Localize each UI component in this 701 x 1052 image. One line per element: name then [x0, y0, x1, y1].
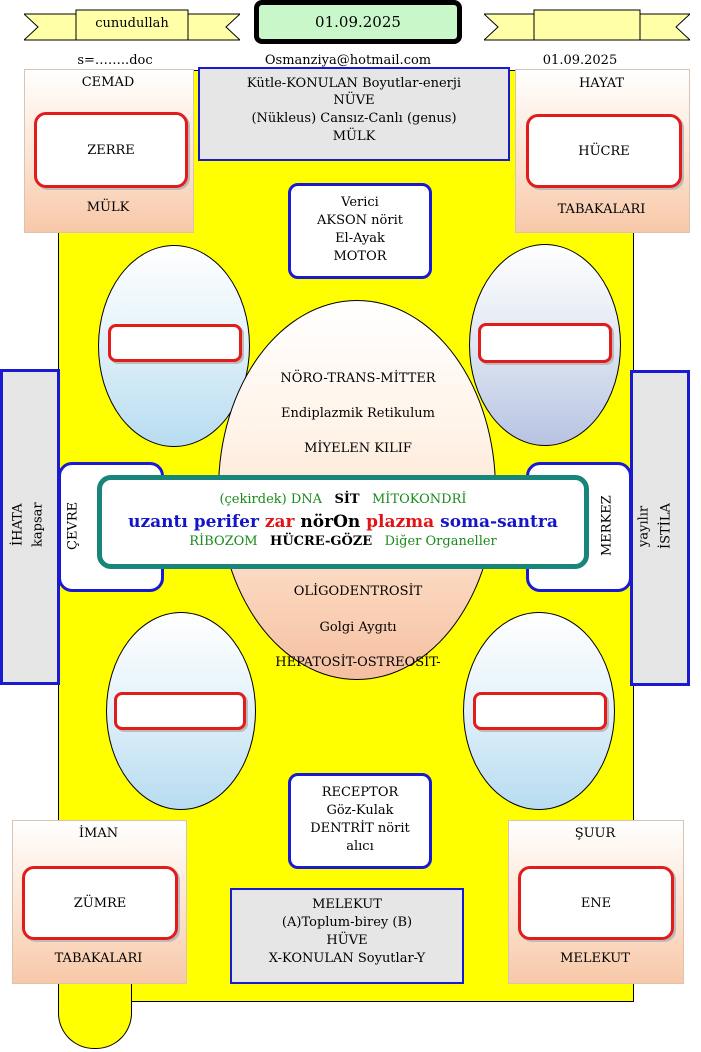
main-box-row3: RİBOZOM HÜCRE-GÖZE Diğer Organeller [102, 534, 584, 549]
top-center-box [198, 67, 510, 161]
lower-right-egg-bar [473, 692, 607, 730]
receptor-line2: Göz-Kulak [326, 803, 394, 818]
oval-lower-2: Golgi Aygıtı [319, 620, 397, 635]
receptor-line3: DENTRİT nörit [310, 821, 410, 836]
row1-dna: (çekirdek) DNA [219, 492, 323, 507]
oval-lower-3: HEPATOSİT-OSTREOSİT- [275, 655, 441, 670]
row2-plazma: plazma [366, 512, 435, 532]
axon-line1: Verici [341, 195, 379, 210]
left-outer-line2: kapsar [30, 502, 46, 548]
row1-mitokondri: MİTOKONDRİ [372, 492, 467, 507]
main-box: (çekirdek) DNA SİT MİTOKONDRİ uzantı per… [97, 475, 589, 569]
upper-left-egg-bar [108, 324, 242, 362]
corner-bottom-left-title: İMAN [78, 826, 119, 841]
right-ribbon-shape [484, 9, 690, 41]
top-center-line4: MÜLK [332, 129, 376, 144]
row1-sit: SİT [334, 492, 360, 507]
main-box-row1: (çekirdek) DNA SİT MİTOKONDRİ [102, 492, 584, 507]
oval-upper-3: MİYELEN KILIF [304, 441, 412, 456]
row3-ribozom: RİBOZOM [189, 534, 258, 549]
axon-line3: El-Ayak [335, 231, 385, 246]
bottom-center-line3: HÜVE [326, 933, 368, 948]
axon-line2: AKSON nörit [317, 213, 403, 228]
corner-bottom-right-inner: ENE [518, 866, 674, 940]
left-ribbon-label: cunudullah [95, 16, 169, 31]
oval-upper-1: NÖRO-TRANS-MİTTER [280, 371, 436, 386]
bottom-center-line1: MELEKUT [312, 897, 382, 912]
email: Osmanziya@hotmail.com [264, 53, 432, 68]
corner-top-left-bottom: MÜLK [86, 200, 130, 215]
row3-hucre-goze: HÜCRE-GÖZE [270, 534, 373, 549]
right-outer-line2: İSTİLA [658, 503, 674, 549]
corner-top-left-inner: ZERRE [34, 112, 188, 188]
top-center-line1: Kütle-KONULAN Boyutlar-enerji [246, 76, 462, 91]
corner-bottom-right-title: ŞUUR [574, 826, 616, 841]
main-box-row2: uzantı perifer zar nörOn plazma soma-san… [102, 512, 584, 532]
top-center-line2: NÜVE [333, 93, 375, 108]
oval-upper-2: Endiplazmik Retikulum [281, 406, 435, 421]
file-name: s=……..doc [77, 53, 153, 68]
date-right: 01.09.2025 [542, 53, 618, 68]
axon-line4: MOTOR [333, 249, 387, 264]
corner-top-left-title: CEMAD [81, 75, 135, 90]
corner-top-right-inner: HÜCRE [526, 114, 682, 188]
receptor-line1: RECEPTOR [321, 785, 399, 800]
date-box: 01.09.2025 [254, 0, 462, 44]
bottom-center-box [230, 888, 464, 984]
right-inner-label: MERKEZ [599, 495, 615, 557]
lower-left-egg-bar [114, 692, 246, 730]
row3-organeller: Diğer Organeller [384, 534, 497, 549]
axon-box [288, 183, 432, 279]
left-outer-tab [0, 369, 60, 685]
right-outer-line1: yayılır [636, 505, 652, 547]
row2-zar: zar [264, 512, 295, 532]
top-center-line3: (Nükleus) Cansız-Canlı (genus) [251, 111, 457, 126]
receptor-box [288, 773, 432, 869]
row2-soma: soma-santra [440, 512, 558, 532]
corner-bottom-left-bottom: TABAKALARI [54, 951, 143, 966]
corner-bottom-right-bottom: MELEKUT [560, 951, 630, 966]
bottom-center-line4: X-KONULAN Soyutlar-Y [268, 951, 426, 966]
row2-noron: nörOn [300, 512, 361, 532]
corner-top-right-bottom: TABAKALARI [557, 202, 646, 217]
corner-bottom-left-inner: ZÜMRE [22, 866, 178, 940]
corner-top-right-title: HAYAT [578, 76, 625, 91]
bottom-center-line2: (A)Toplum-birey (B) [281, 915, 413, 930]
left-ribbon-shape [24, 9, 240, 41]
left-outer-line1: İHATA [10, 503, 26, 547]
right-outer-tab [630, 370, 690, 686]
upper-right-egg-bar [478, 323, 612, 363]
receptor-line4: alıcı [346, 839, 374, 854]
row2-uzanti: uzantı perifer [128, 512, 259, 532]
oval-lower-1: OLİGODENTROSİT [293, 584, 423, 599]
left-inner-label: ÇEVRE [65, 501, 81, 551]
